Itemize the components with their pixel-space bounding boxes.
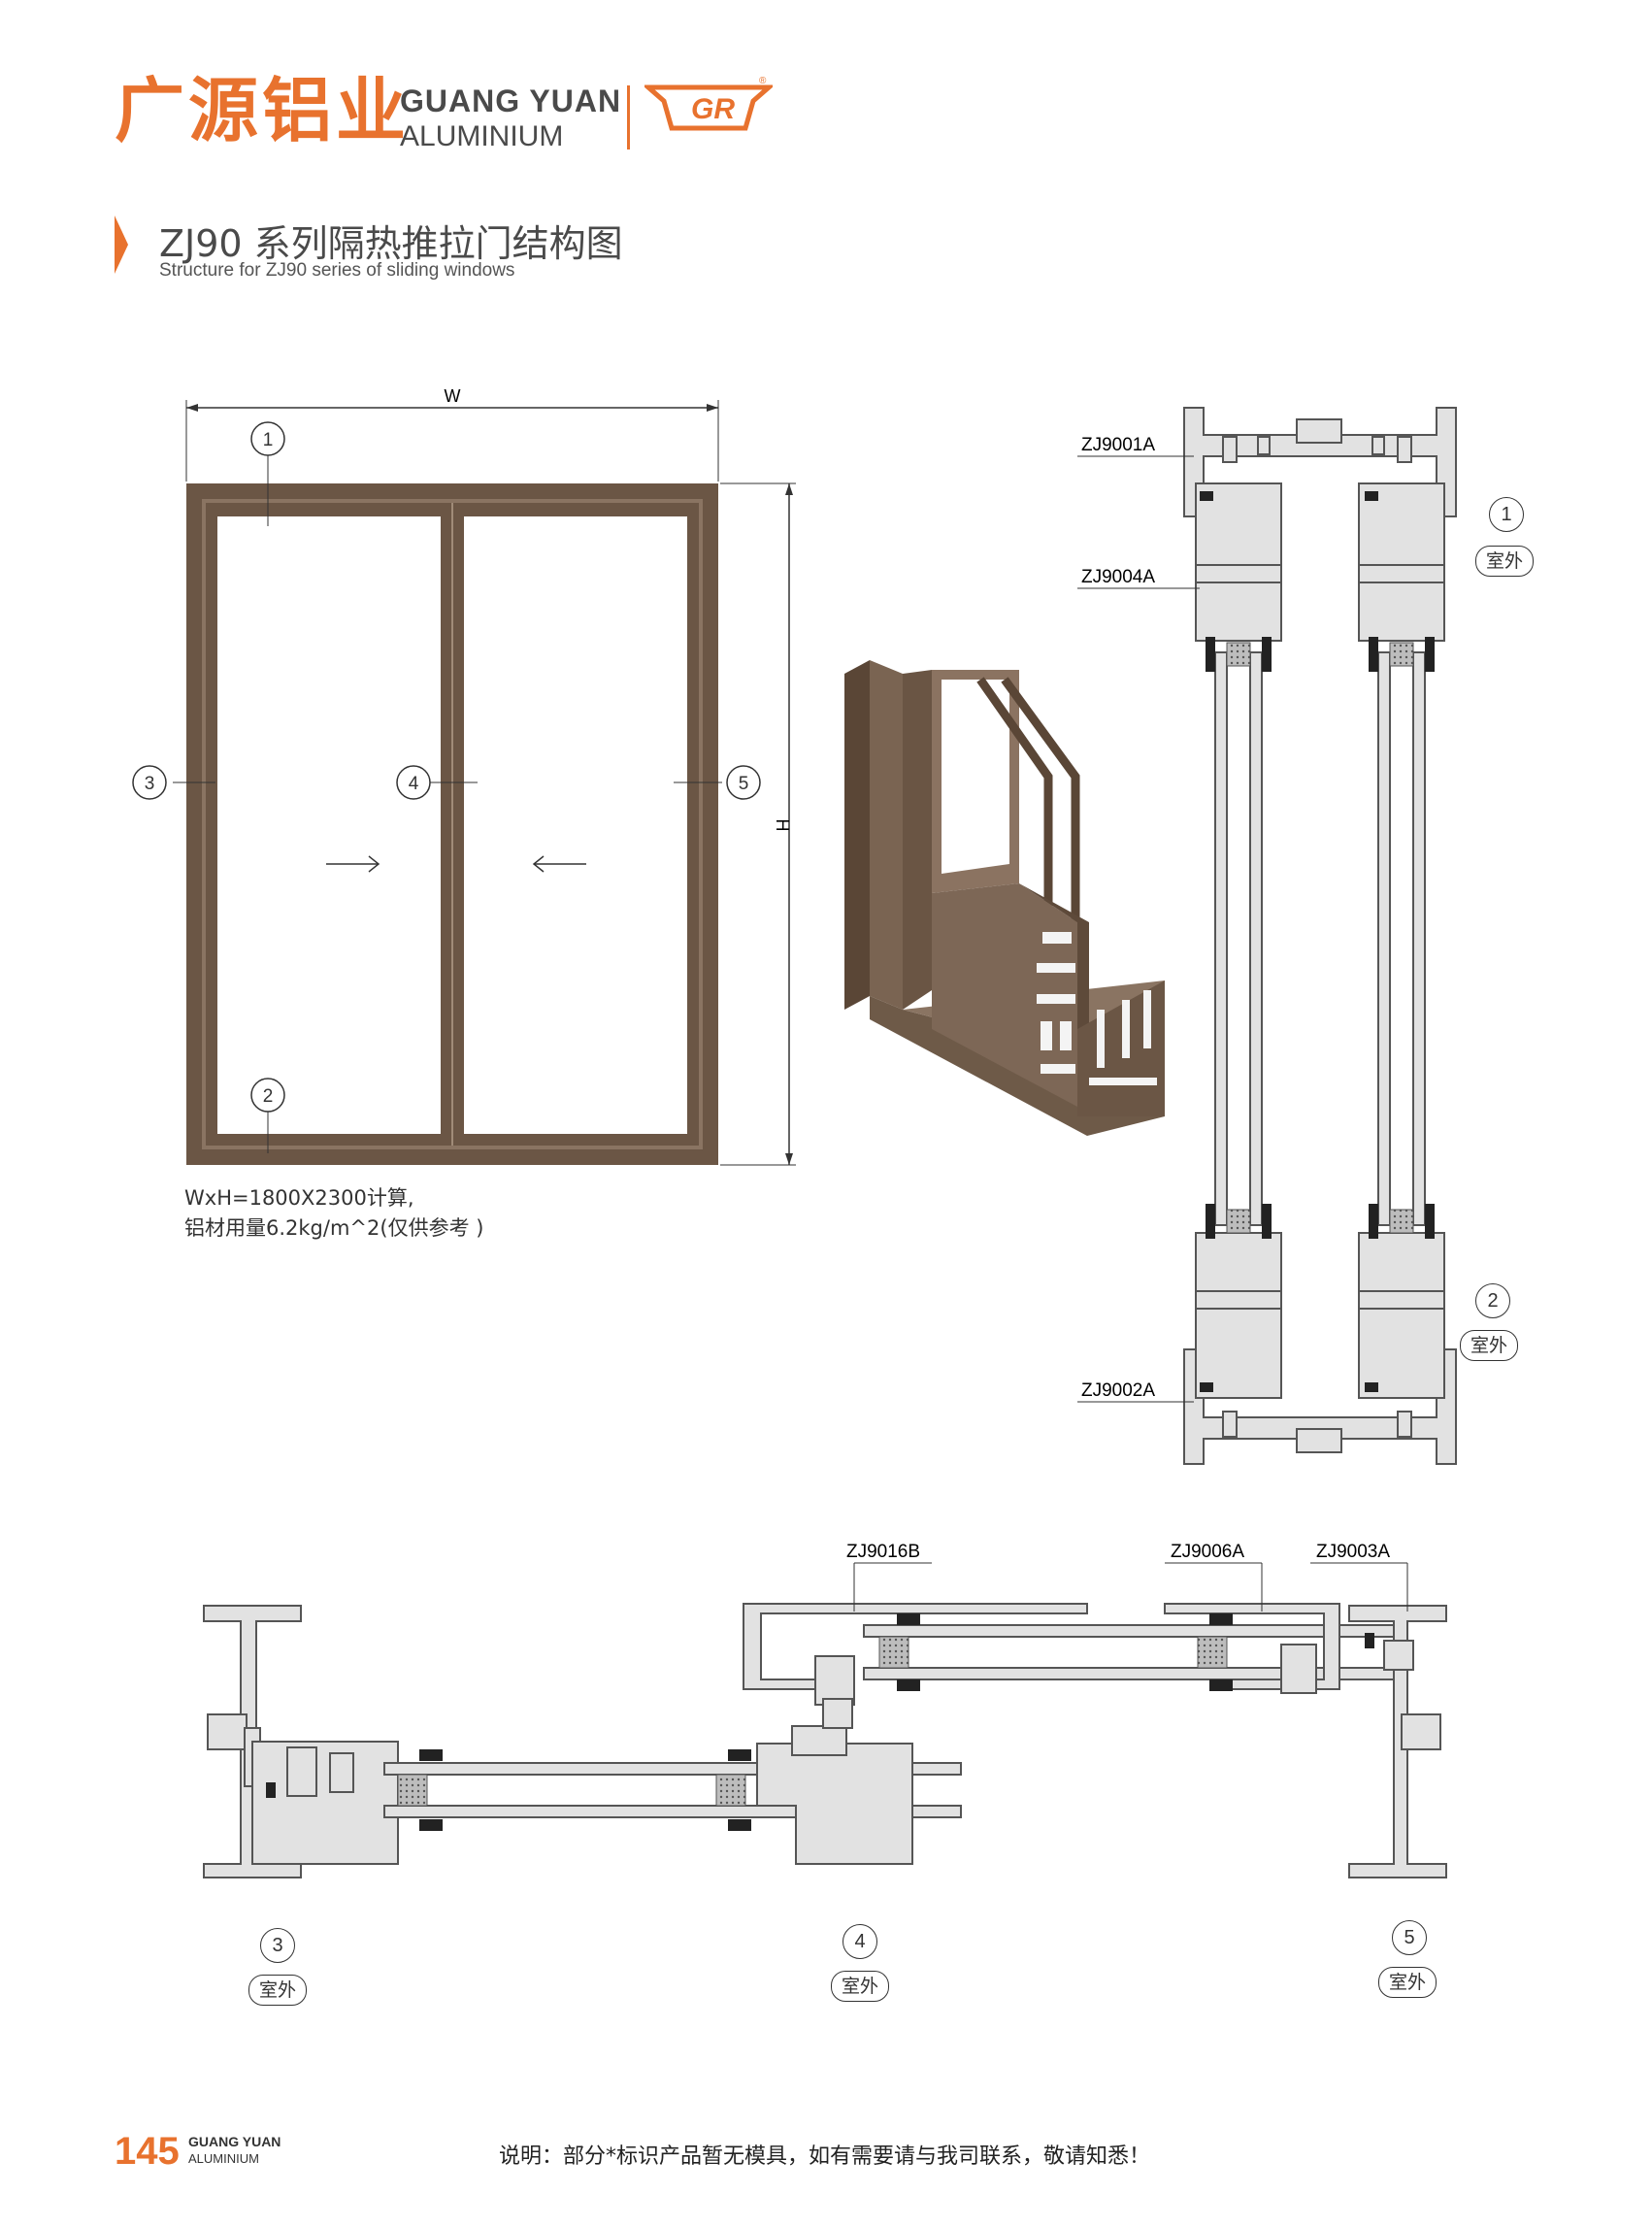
callout-3-section: 3	[260, 1928, 295, 1963]
outside-badge-3: 室外	[248, 1975, 307, 2006]
outside-badge-2: 室外	[1460, 1330, 1518, 1361]
label-zj9006a: ZJ9006A	[1171, 1544, 1244, 1562]
usage-note-line1: WxH=1800X2300计算,	[184, 1186, 414, 1210]
logo-text: GR	[691, 93, 735, 125]
callout-1-section: 1	[1489, 497, 1524, 532]
corner-3d-render	[844, 660, 1165, 1136]
label-zj9004a: ZJ9004A	[1081, 567, 1155, 587]
svg-text:4: 4	[409, 774, 419, 794]
callout-5-section: 5	[1392, 1920, 1427, 1955]
label-zj9016b: ZJ9016B	[846, 1544, 920, 1562]
footer-brand-line1: GUANG YUAN	[188, 2134, 281, 2149]
label-zj9002a: ZJ9002A	[1081, 1380, 1155, 1401]
svg-text:2: 2	[263, 1086, 274, 1107]
brand-name-cn: 广源铝业	[115, 70, 411, 151]
brand-divider	[627, 85, 630, 150]
label-zj9003a: ZJ9003A	[1316, 1544, 1390, 1562]
brand-name-en-line2: ALUMINIUM	[400, 120, 564, 152]
page-title: ZJ90 系列隔热推拉门结构图	[159, 222, 623, 265]
brand-logo: GR ®	[644, 76, 773, 131]
svg-text:®: ®	[759, 76, 767, 86]
svg-text:5: 5	[739, 774, 749, 794]
callout-4-section: 4	[843, 1924, 877, 1959]
page-subtitle: Structure for ZJ90 series of sliding win…	[159, 260, 515, 281]
callout-2: 2	[250, 1078, 285, 1113]
outside-badge-4: 室外	[831, 1971, 889, 2002]
title-marker	[115, 216, 128, 274]
door-elevation: W H 1 2 3 4 5	[132, 386, 796, 1166]
svg-text:3: 3	[145, 774, 155, 794]
usage-note-line2: 铝材用量6.2kg/m^2(仅供参考 )	[184, 1216, 484, 1240]
page-number: 145	[115, 2130, 180, 2173]
label-zj9001a: ZJ9001A	[1081, 435, 1155, 455]
callout-2-section: 2	[1475, 1283, 1510, 1318]
height-label: H	[773, 819, 792, 832]
callout-3: 3	[132, 765, 167, 800]
outside-badge-1: 室外	[1475, 546, 1534, 577]
horizontal-section-drawing: ZJ9016B ZJ9006A ZJ9003A	[203, 1544, 1447, 1878]
width-label: W	[445, 386, 461, 406]
svg-text:1: 1	[263, 430, 274, 450]
footer-brand-line2: ALUMINIUM	[188, 2151, 259, 2166]
brand-name-en-line1: GUANG YUAN	[400, 83, 622, 118]
callout-5: 5	[726, 765, 761, 800]
callout-4: 4	[396, 765, 431, 800]
vertical-section-drawing: ZJ9001A ZJ9004A ZJ9002A	[1077, 407, 1457, 1465]
callout-1: 1	[250, 421, 285, 456]
footer-note: 说明：部分*标识产品暂无模具，如有需要请与我司联系，敬请知悉！	[499, 2144, 1151, 2169]
outside-badge-5: 室外	[1378, 1967, 1437, 1998]
